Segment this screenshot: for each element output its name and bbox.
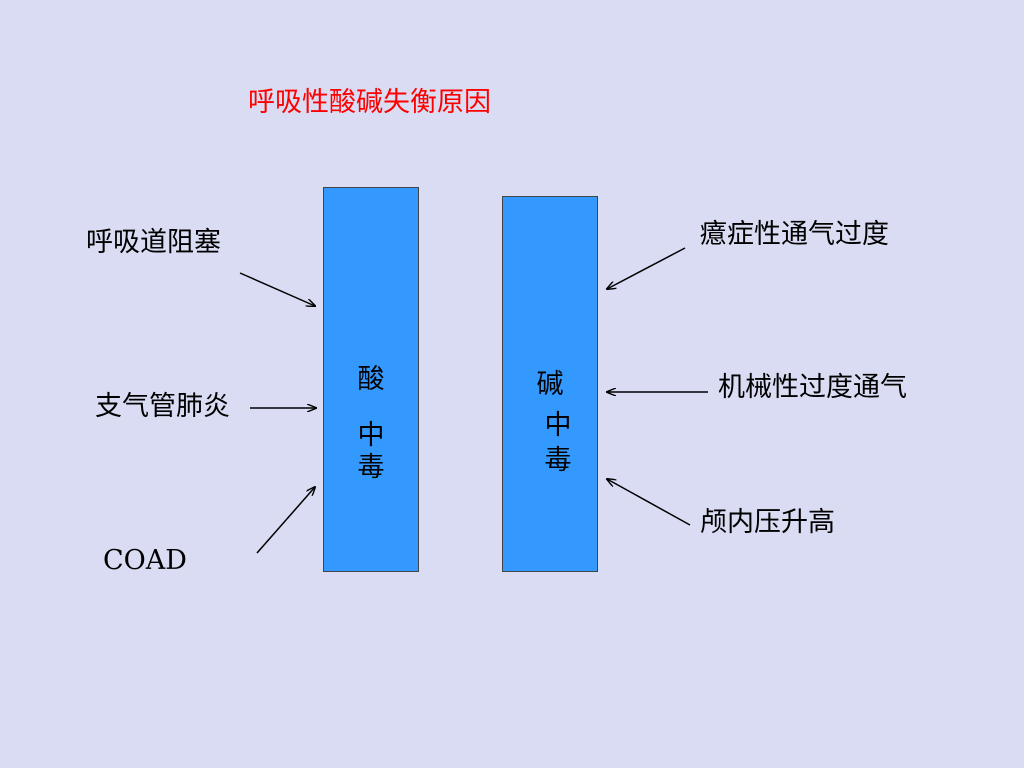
alkalosis-box — [502, 196, 598, 572]
arrow-hysterical-to-alkalosis — [607, 247, 686, 289]
alkalosis-label-2: 中 — [544, 410, 572, 441]
acidosis-label-3: 毒 — [357, 452, 385, 483]
arrow-coad-to-acidosis — [256, 487, 315, 554]
alkalosis-label-3: 毒 — [544, 445, 572, 476]
page-title: 呼吸性酸碱失衡原因 — [248, 87, 491, 118]
cause-mechanical-hyperventilation: 机械性过度通气 — [718, 372, 907, 403]
arrow-airway-to-acidosis — [239, 272, 315, 306]
cause-bronchopneumonia: 支气管肺炎 — [95, 391, 230, 422]
acidosis-box — [323, 187, 419, 572]
cause-raised-intracranial-pressure: 颅内压升高 — [700, 507, 835, 538]
acidosis-label-2: 中 — [357, 420, 385, 451]
cause-airway-obstruction: 呼吸道阻塞 — [86, 227, 221, 258]
arrow-intracranial-to-alkalosis — [607, 479, 691, 526]
alkalosis-label-1: 碱 — [536, 369, 564, 400]
acidosis-label-1: 酸 — [357, 364, 385, 395]
cause-coad: COAD — [103, 545, 187, 576]
cause-hysterical-hyperventilation: 癔症性通气过度 — [700, 219, 889, 250]
